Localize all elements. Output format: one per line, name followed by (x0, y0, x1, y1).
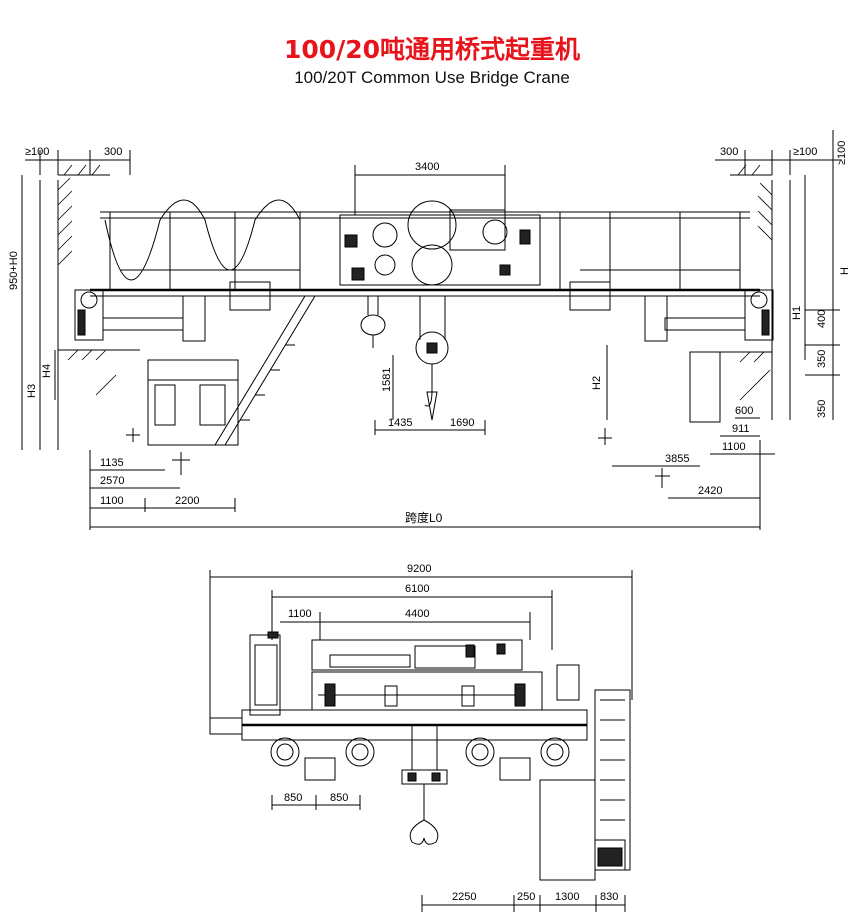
dim-h1: H1 (791, 306, 803, 320)
dim-4400: 4400 (405, 608, 429, 620)
dim-350-upper: 350 (816, 350, 828, 368)
side-bottom-dimensions: 850 850 2250 250 1300 830 (271, 792, 626, 912)
side-trolley (249, 631, 580, 716)
dim-1100-right: 1100 (722, 441, 746, 453)
title-chinese: 100/20吨通用桥式起重机 (283, 35, 581, 64)
dim-1300: 1300 (555, 891, 579, 903)
left-column (39, 164, 140, 450)
bottom-right-dimensions: 600 911 1100 3855 2420 (612, 405, 775, 530)
bridge-girder (90, 199, 760, 297)
top-dimensions: ≥100 300 300 ≥100 ≥100 3400 (25, 130, 848, 420)
dim-6100: 6100 (405, 583, 429, 595)
dim-911: 911 (732, 423, 750, 435)
right-vertical-dimensions: H H1 400 350 350 H2 (591, 175, 851, 420)
dim-1690: 1690 (450, 417, 474, 429)
dim-h: H (839, 267, 851, 275)
title-english: 100/20T Common Use Bridge Crane (294, 68, 570, 87)
dim-1100: 1100 (100, 495, 124, 507)
dim-1135: 1135 (100, 457, 124, 469)
main-hook (415, 296, 449, 421)
dim-1435: 1435 (388, 417, 412, 429)
side-view: 9200 6100 1100 4400 (209, 563, 633, 912)
dim-850-left: 850 (284, 792, 302, 804)
dim-h2: H2 (591, 376, 603, 390)
dim-right-clear: ≥100 (793, 146, 817, 158)
side-support-column (539, 689, 631, 881)
dim-right-clear-vertical: ≥100 (836, 141, 848, 165)
right-column (689, 164, 791, 423)
dim-2570: 2570 (100, 475, 124, 487)
dim-9200: 9200 (407, 563, 431, 575)
dim-400: 400 (816, 310, 828, 328)
hook-dimensions: 1581 1435 1690 (374, 355, 486, 435)
left-vertical-dimensions: 950+H0 H3 H4 (8, 175, 56, 450)
dim-left-300: 300 (104, 146, 122, 158)
dim-right-300: 300 (720, 146, 738, 158)
dim-830: 830 (600, 891, 618, 903)
dim-2200: 2200 (175, 495, 199, 507)
bottom-left-dimensions: 1135 2570 1100 2200 (89, 450, 236, 530)
span-dimension: 跨度L0 (90, 510, 760, 528)
dim-left-clear: ≥100 (25, 146, 49, 158)
left-end-carriage (74, 281, 271, 342)
dim-2420: 2420 (698, 485, 722, 497)
dim-h3: H3 (26, 384, 38, 398)
dim-950-h0: 950+H0 (8, 251, 20, 290)
side-top-dimensions: 9200 6100 1100 4400 (209, 563, 633, 730)
dim-h4: H4 (41, 364, 53, 378)
rail-markers (126, 428, 670, 488)
dim-2250: 2250 (452, 891, 476, 903)
side-hook (401, 725, 448, 845)
dim-1100-side: 1100 (288, 608, 312, 620)
dim-850-right: 850 (330, 792, 348, 804)
dim-1581: 1581 (381, 368, 393, 392)
dim-trolley-3400: 3400 (415, 161, 439, 173)
elevation-view: ≥100 300 300 ≥100 ≥100 3400 950+H0 H3 H4 (8, 130, 851, 530)
dim-600: 600 (735, 405, 753, 417)
trolley (339, 200, 541, 286)
operator-cabin (147, 295, 316, 446)
right-end-carriage (569, 281, 774, 342)
dim-3855: 3855 (665, 453, 689, 465)
aux-hook (360, 296, 386, 348)
dim-250: 250 (517, 891, 535, 903)
dim-350-lower: 350 (816, 400, 828, 418)
dim-span: 跨度L0 (405, 510, 443, 525)
side-end-carriage (209, 709, 588, 781)
